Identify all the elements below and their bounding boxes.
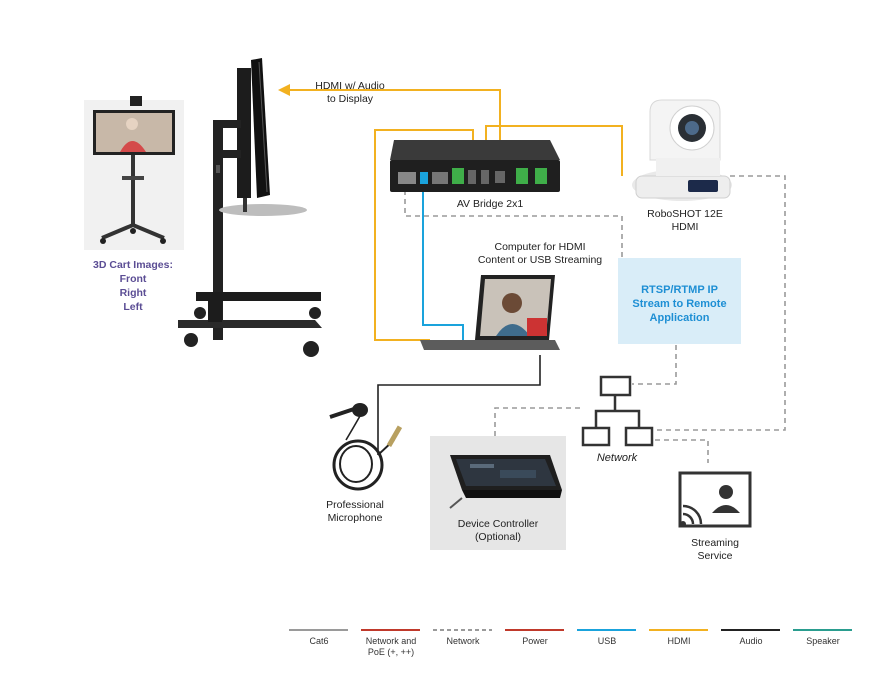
legend-label-audio: Audio — [739, 636, 763, 646]
legend-label-cat6: Cat6 — [309, 636, 329, 646]
legend-label-power: Power — [522, 636, 548, 646]
computer-label: Computer for HDMI Content or USB Streami… — [477, 241, 603, 266]
legend-item-network-poe: Network and PoE (+, ++) — [356, 636, 426, 658]
microphone — [329, 403, 403, 491]
hdmi-arrow-icon — [278, 84, 290, 96]
legend-label-speaker: Speaker — [806, 636, 840, 646]
av-bridge-label: AV Bridge 2x1 — [456, 198, 524, 210]
network-icon — [581, 375, 654, 447]
legend-item-cat6: Cat6 — [289, 636, 349, 647]
network-label: Network — [596, 452, 638, 464]
cart-view-front: Front — [119, 273, 147, 285]
display-cart — [178, 58, 322, 357]
legend-item-hdmi: HDMI — [649, 636, 709, 647]
cart-images-caption: 3D Cart Images: Front Right Left — [88, 258, 178, 314]
av-bridge-device — [390, 140, 560, 192]
legend-item-usb: USB — [577, 636, 637, 647]
streaming-service-icon — [678, 471, 752, 528]
cart-view-right: Right — [119, 287, 147, 299]
legend-label-hdmi: HDMI — [667, 636, 691, 646]
legend-label-network: Network — [446, 636, 480, 646]
usb-cable — [422, 188, 464, 340]
laptop-computer — [420, 275, 560, 350]
legend-item-network: Network — [433, 636, 493, 647]
legend-label-usb: USB — [597, 636, 617, 646]
legend-item-power: Power — [505, 636, 565, 647]
network-cables — [404, 175, 786, 463]
legend-item-speaker: Speaker — [793, 636, 853, 647]
rtsp-stream-box — [618, 258, 741, 344]
small-cart-image — [84, 96, 184, 250]
camera-label: RoboSHOT 12E HDMI — [647, 208, 723, 233]
streaming-service-label: Streaming Service — [691, 537, 739, 562]
legend-label-network-poe: Network and PoE (+, ++) — [365, 636, 417, 657]
hdmi-to-display-label: HDMI w/ Audio to Display — [315, 80, 385, 105]
cart-view-left: Left — [123, 301, 143, 313]
device-controller-label: Device Controller (Optional) — [457, 518, 539, 543]
device-controller-overlay — [449, 455, 562, 509]
ptz-camera — [632, 99, 732, 201]
hdmi-cables — [286, 89, 623, 341]
microphone-label: Professional Microphone — [326, 499, 384, 524]
audio-cable — [377, 355, 541, 455]
legend-item-audio: Audio — [721, 636, 781, 647]
rtsp-stream-label: RTSP/RTMP IP Stream to Remote Applicatio… — [632, 284, 727, 324]
cart-images-title: 3D Cart Images: — [93, 259, 173, 271]
